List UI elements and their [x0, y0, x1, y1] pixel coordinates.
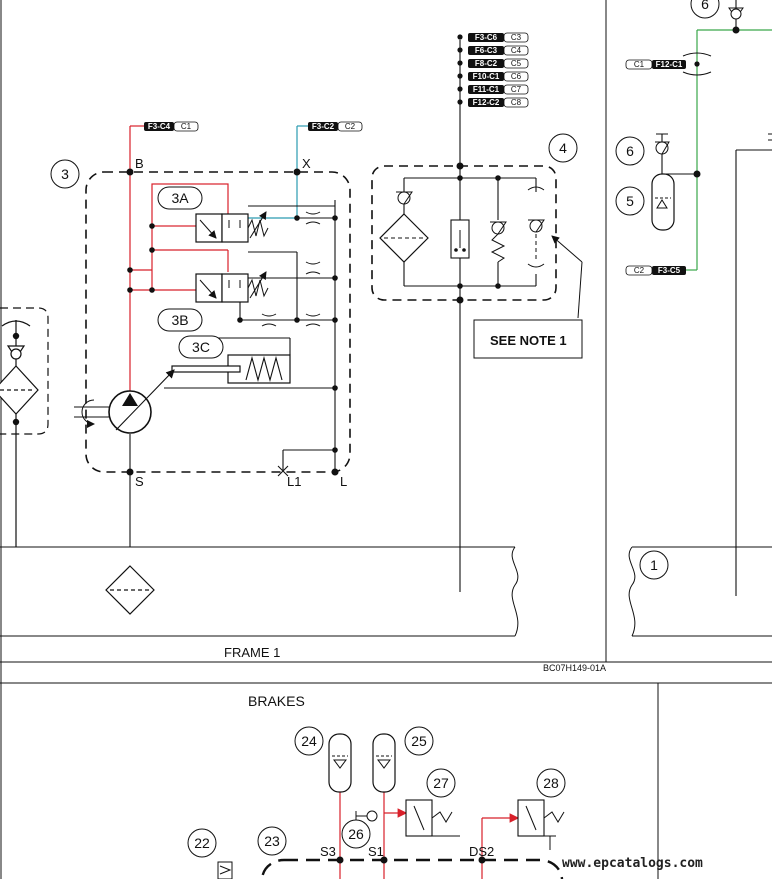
- watermark: www.epcatalogs.com: [562, 856, 703, 871]
- callout-22-text: 22: [194, 835, 210, 851]
- connector-stack-tag: F6-C3 C4: [468, 45, 529, 56]
- port-l1-label: L1: [287, 474, 301, 489]
- callout-3c-text: 3C: [192, 339, 210, 355]
- port-l-label: L: [340, 474, 347, 489]
- port-s3-label: S3: [320, 844, 336, 859]
- callout-26-text: 26: [348, 826, 364, 842]
- connector-stack-light-text: C7: [511, 85, 522, 94]
- connector-stack-light-text: C4: [511, 46, 522, 55]
- callout-27: [426, 768, 456, 798]
- callout-6-upper-text: 6: [701, 0, 709, 12]
- connector-stack-tag: F12-C2 C8: [468, 97, 529, 108]
- callout-3b-text: 3B: [171, 312, 188, 328]
- callout-5-text: 5: [626, 193, 634, 209]
- drawing-code: BC07H149-01A: [543, 663, 606, 673]
- connector-stack-tag: F8-C2 C5: [468, 58, 529, 69]
- connector-stack-dark-text: F12-C2: [473, 98, 500, 107]
- section-title: BRAKES: [248, 693, 305, 709]
- callout-28-text: 28: [543, 775, 559, 791]
- callout-1-text: 1: [650, 557, 658, 573]
- connector-stack-dark-text: F8-C2: [475, 59, 498, 68]
- callout-27-text: 27: [433, 775, 449, 791]
- connector-stack-light-text: C6: [511, 72, 522, 81]
- left-partial-filter: [0, 307, 49, 547]
- frame-label: FRAME 1: [224, 645, 280, 660]
- connector-x-dark-text: F3-C2: [312, 122, 335, 131]
- connector-stack-dark-text: F10-C1: [473, 72, 500, 81]
- port-ds2-label: DS2: [469, 844, 494, 859]
- callout-23-text: 23: [264, 833, 280, 849]
- connector-x-light-text: C2: [345, 122, 356, 131]
- port-s1-label: S1: [368, 844, 384, 859]
- connector-tag-b: F3-C4 C1: [144, 121, 199, 132]
- connector-stack-tag: F10-C1 C6: [468, 71, 529, 82]
- callout-6-upper: [690, 0, 720, 19]
- connector-stack-dark-text: F11-C1: [473, 85, 500, 94]
- callout-3-text: 3: [61, 166, 69, 182]
- connector-stack-tag: F3-C6 C3: [468, 32, 529, 43]
- see-note-box: [473, 319, 583, 359]
- connector-stack-light-text: C8: [511, 98, 522, 107]
- callout-6-lower: [615, 136, 645, 166]
- connector-right-bottom-dark-text: F3-C5: [658, 266, 681, 275]
- connector-right-bottom-light-text: C2: [634, 266, 645, 275]
- callout-3a-text: 3A: [171, 190, 189, 206]
- connector-right-top-dark-text: F12-C1: [656, 60, 683, 69]
- connector-stack-light-text: C5: [511, 59, 522, 68]
- callout-28: [536, 768, 566, 798]
- connector-b-dark-text: F3-C4: [148, 122, 171, 131]
- callout-3b: [157, 308, 203, 332]
- see-note-label: SEE NOTE 1: [490, 333, 567, 348]
- connector-stack-light-text: C3: [511, 33, 522, 42]
- connector-b-light-text: C1: [181, 122, 192, 131]
- callout-5: [615, 186, 645, 216]
- callout-3: [50, 159, 80, 189]
- callout-25: [404, 726, 434, 756]
- right-column: [628, 0, 772, 637]
- callout-23: [257, 826, 287, 856]
- connector-tag-right-bottom: C2 F3-C5: [625, 265, 686, 276]
- callout-24: [294, 726, 324, 756]
- callout-4: [548, 133, 578, 163]
- pump-group-3: [74, 125, 351, 547]
- callout-25-text: 25: [411, 733, 427, 749]
- callout-4-text: 4: [559, 140, 567, 156]
- suction-filter: [105, 565, 155, 615]
- tank-band: [0, 546, 519, 637]
- callout-24-text: 24: [301, 733, 317, 749]
- connector-tag-x: F3-C2 C2: [308, 121, 363, 132]
- connector-stack-dark-text: F3-C6: [475, 33, 498, 42]
- connector-right-top-light-text: C1: [634, 60, 645, 69]
- port-b-label: B: [135, 156, 144, 171]
- filter-head-4: [371, 34, 583, 592]
- connector-stack-tag: F11-C1 C7: [468, 84, 529, 95]
- callout-3a: [157, 186, 203, 210]
- connector-stack-dark-text: F6-C3: [475, 46, 498, 55]
- connector-tag-right-top: C1 F12-C1: [625, 59, 686, 70]
- port-s-label: S: [135, 474, 144, 489]
- callout-1: [639, 550, 669, 580]
- brakes-section: [217, 733, 565, 879]
- callout-6-lower-text: 6: [626, 143, 634, 159]
- callout-22: [187, 828, 217, 858]
- callout-3c: [178, 335, 224, 359]
- port-x-label: X: [302, 156, 311, 171]
- callout-26: [341, 819, 371, 849]
